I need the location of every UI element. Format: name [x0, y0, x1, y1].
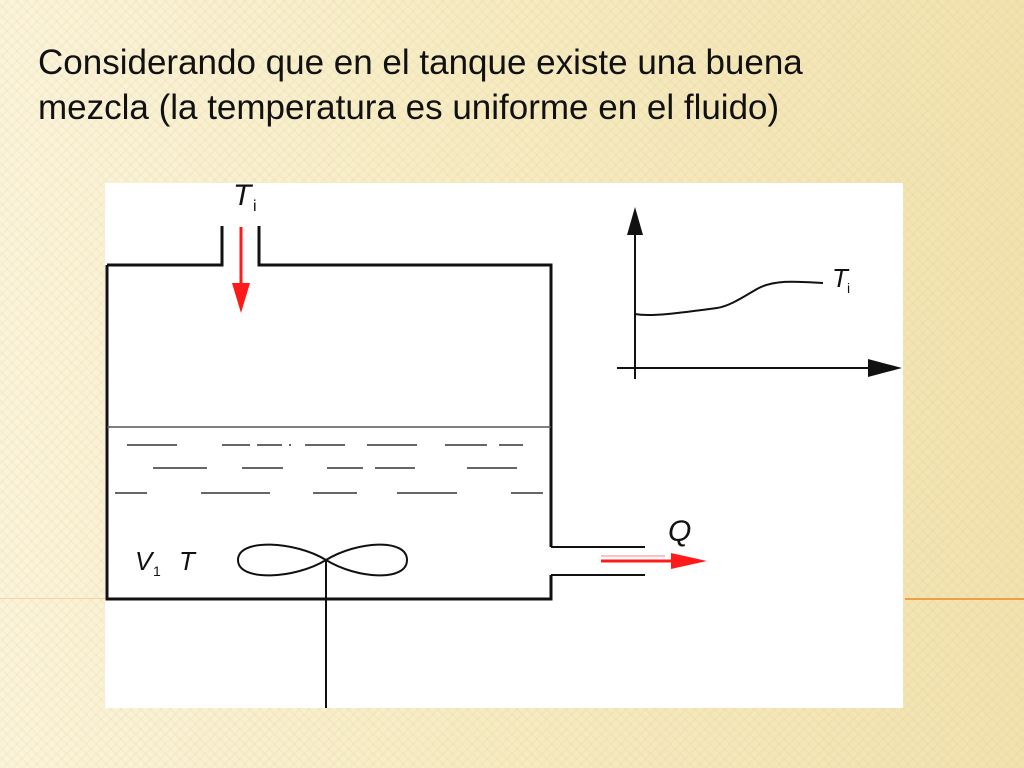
outflow-arrow-icon [671, 553, 707, 569]
inlet-temperature-label: T [233, 183, 254, 212]
inlet-arrow-icon [232, 283, 250, 313]
tank-top-right-wall [257, 226, 553, 547]
tank-diagram: T i V 1 T Q T i [105, 183, 903, 708]
inlet-temperature-subscript: i [253, 198, 257, 215]
volume-label: V [135, 546, 155, 576]
tank-temperature-label: T [179, 546, 197, 576]
inlet-temperature-graph: T i [617, 207, 902, 379]
slide-title: Considerando que en el tanque existe una… [38, 40, 978, 130]
title-line-2: mezcla (la temperatura es uniforme en el… [38, 88, 780, 127]
graph-y-axis-arrow-icon [627, 207, 643, 235]
inlet-temperature-curve [634, 280, 824, 317]
graph-curve-label: T [832, 263, 850, 293]
outflow-label: Q [668, 515, 691, 548]
left-accent-line [0, 598, 105, 599]
graph-curve-subscript: i [847, 280, 850, 296]
mixer-impeller-icon [236, 543, 409, 577]
tank-bottom-wall [105, 265, 553, 601]
title-line-1: Considerando que en el tanque existe una… [38, 43, 803, 82]
volume-subscript: 1 [153, 563, 161, 579]
tank-diagram-svg: T i V 1 T Q T i [105, 183, 902, 708]
tank-top-left-wall [107, 226, 224, 267]
graph-x-axis-arrow-icon [868, 359, 902, 377]
liquid-wave-dashes [115, 444, 543, 494]
accent-line [905, 598, 1024, 600]
